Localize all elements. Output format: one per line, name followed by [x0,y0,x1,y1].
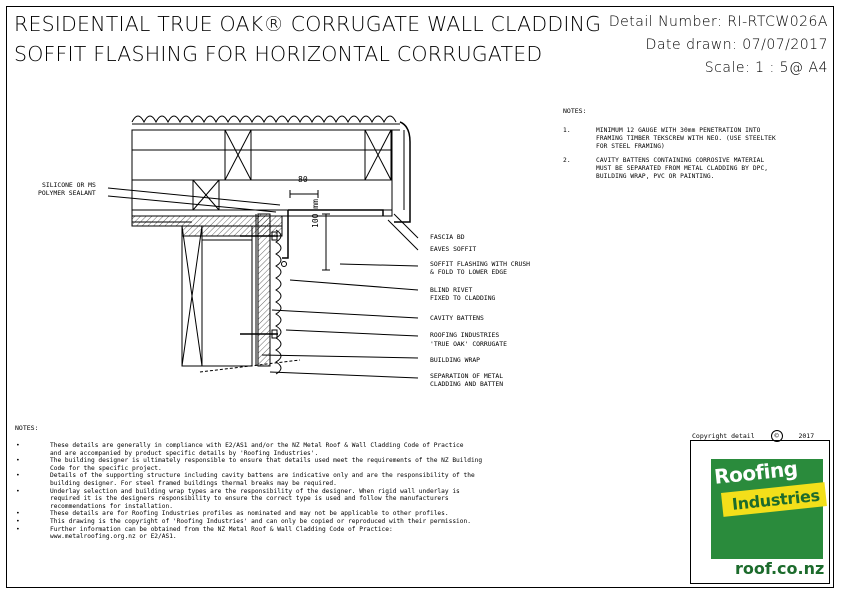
label-silicone: SILICONE OR MS [42,181,96,189]
note-bullet: • [16,487,20,495]
note-text: These details are generally in complianc… [50,442,464,449]
note-text: These details are for Roofing Industries… [50,510,449,518]
note-2-number: 2. [563,157,571,164]
note-bullet: • [16,442,20,449]
date-drawn: Date drawn: 07/07/2017 [645,37,828,53]
note-text: www.metalroofing.org.nz or E2/AS1. [50,533,177,541]
label-cavity-battens: CAVITY BATTENS [430,314,484,322]
note-line: • The building designer is ultimately res… [16,457,676,465]
note-2-line-3: BUILDING WRAP, PVC OR PAINTING. [596,173,715,180]
copyright-line: Copyright detail © 2017 [692,430,814,442]
label-soffit-flashing-2: & FOLD TO LOWER EDGE [430,268,507,276]
label-silicone-2: POLYMER SEALANT [38,189,96,197]
note-text: This drawing is the copyright of 'Roofin… [50,517,471,525]
note-bullet: • [16,510,20,518]
note-text: and are accompanied by product specific … [50,449,319,457]
wall-corrugate [275,229,282,375]
dimension-80: 80 [298,175,308,184]
notes-right-heading: NOTES: [563,107,587,115]
scale: Scale: 1 : 5@ A4 [704,60,828,76]
note-text: recommendations for installation. [50,502,173,510]
note-text: The building designer is ultimately resp… [50,457,483,465]
note-line: Code for the specific project. [16,465,676,473]
note-text: building designer. For steel framed buil… [50,479,337,487]
label-roofing-industries: ROOFING INDUSTRIES [430,331,500,339]
note-line: • Details of the supporting structure inc… [16,472,676,480]
note-line: • This drawing is the copyright of 'Roofi… [16,518,676,526]
drawing-frame [6,6,834,588]
note-2-line-2: MUST BE SEPARATED FROM METAL CLADDING BY… [596,165,769,172]
note-text: Underlay selection and building wrap typ… [50,487,460,495]
note-line: • Further information can be obtained fro… [16,526,676,534]
copyright-year: 2017 [798,432,815,440]
note-bullet: • [16,457,20,465]
note-line: • These details are for Roofing Industrie… [16,510,676,518]
dimension-100: 100 mm [311,199,320,228]
logo-box: Roofing Industries roof.co.nz [690,440,830,584]
label-separation: SEPARATION OF METAL [430,372,504,380]
label-soffit-flashing: SOFFIT FLASHING WITH CRUSH [430,260,531,268]
label-separation-2: CLADDING AND BATTEN [430,380,504,388]
note-bullet: • [16,525,20,533]
label-building-wrap: BUILDING WRAP [430,356,481,364]
note-text: Code for the specific project. [50,464,162,472]
note-line: and are accompanied by product specific … [16,450,676,458]
label-eaves-soffit: EAVES SOFFIT [430,245,477,253]
title-line-2: SOFFIT FLASHING FOR HORIZONTAL CORRUGATE… [14,42,543,66]
note-line: • These details are generally in complian… [16,442,676,450]
note-1-number: 1. [563,127,571,134]
note-1-line-2: FRAMING TIMBER TEKSCREW WITH NEO. (USE S… [596,135,776,142]
copyright-text: Copyright detail [692,432,755,440]
note-line: www.metalroofing.org.nz or E2/AS1. [16,533,676,541]
note-bullet: • [16,517,20,525]
note-1-line-3: FOR STEEL FRAMING) [596,143,665,150]
note-bullet: • [16,472,20,480]
notes-bottom-heading: NOTES: [15,424,39,432]
note-line: recommendations for installation. [16,503,676,511]
label-fascia: FASCIA BD [430,233,465,241]
label-blind-rivet: BLIND RIVET [430,286,473,294]
note-line: • Underlay selection and building wrap ty… [16,488,676,496]
bottom-notes-list: • These details are generally in complian… [16,442,676,541]
note-line: building designer. For steel framed buil… [16,480,676,488]
note-1-line-1: MINIMUM 12 GAUGE WITH 30mm PENETRATION I… [596,127,761,134]
roof-corrugate [131,115,397,124]
note-text: required it is the designers responsibil… [50,495,449,503]
note-text: Further information can be obtained from… [50,525,393,533]
logo-url: roof.co.nz [735,559,825,578]
note-line: required it is the designers responsibil… [16,495,676,503]
label-blind-rivet-2: FIXED TO CLADDING [430,294,496,302]
note-2-line-1: CAVITY BATTENS CONTAINING CORROSIVE MATE… [596,157,765,164]
detail-number: Detail Number: RI-RTCW026A [608,14,828,30]
note-text: Details of the supporting structure incl… [50,472,475,480]
label-true-oak: 'TRUE OAK' CORRUGATE [430,340,507,348]
title-line-1: RESIDENTIAL TRUE OAK® CORRUGATE WALL CLA… [14,12,602,36]
